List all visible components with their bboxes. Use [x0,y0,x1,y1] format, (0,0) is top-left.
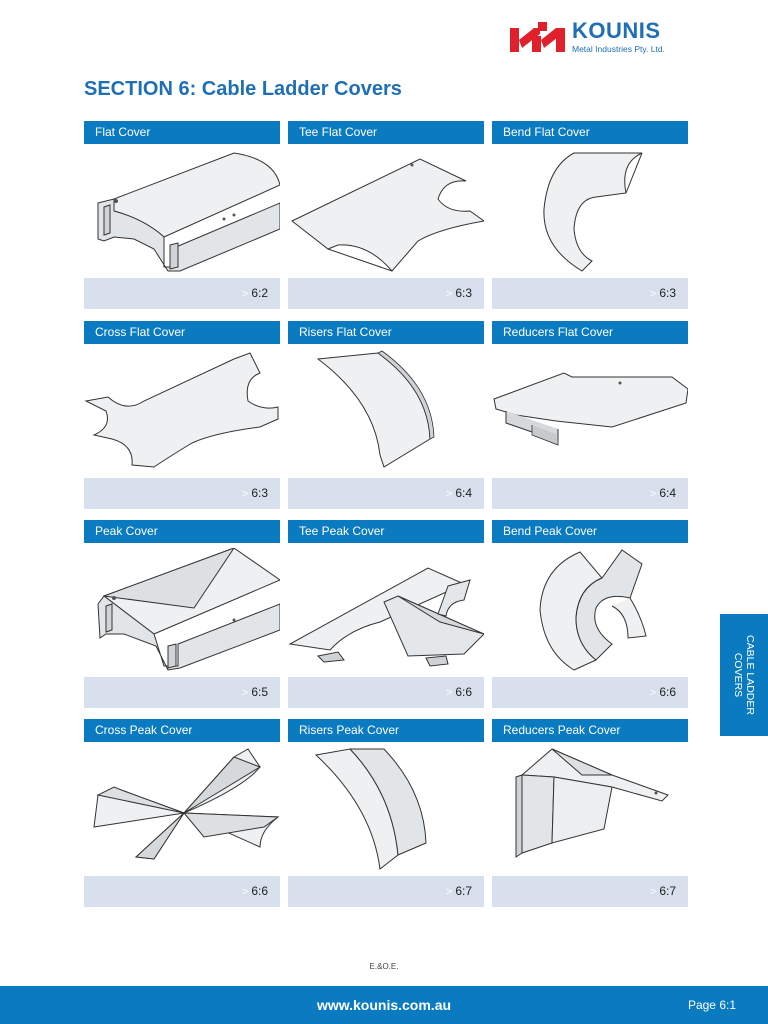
page-arrow-icon: > [241,886,249,898]
product-image [84,747,280,871]
product-page-ref[interactable]: >6:6 [492,677,688,708]
product-card-title: Bend Flat Cover [492,121,688,144]
product-image [288,747,484,871]
page-arrow-icon: > [445,886,453,898]
product-card-title: Cross Peak Cover [84,719,280,742]
product-image [288,548,484,672]
product-page-ref[interactable]: >6:3 [492,278,688,309]
page-arrow-icon: > [241,488,249,500]
product-card-title: Flat Cover [84,121,280,144]
product-page-ref[interactable]: >6:7 [288,876,484,907]
product-card-title: Tee Flat Cover [288,121,484,144]
section-side-tab[interactable]: CABLE LADDER COVERS [720,614,768,736]
page-arrow-icon: > [445,288,453,300]
reducers-flat-cover-image [493,372,688,446]
page-arrow-icon: > [649,488,657,500]
section-title: SECTION 6: Cable Ladder Covers [84,78,402,100]
page-arrow-icon: > [649,687,657,699]
product-card[interactable]: Cross Flat Cover >6:3 [84,321,280,509]
page-arrow-icon: > [445,488,453,500]
reducers-peak-cover-image [515,748,669,858]
product-card-title: Cross Flat Cover [84,321,280,344]
product-image [84,548,280,672]
product-card-title: Bend Peak Cover [492,520,688,543]
product-image [492,548,688,672]
cross-peak-cover-image [93,748,280,860]
page-arrow-icon: > [649,886,657,898]
product-card[interactable]: Risers Flat Cover >6:4 [288,321,484,509]
product-card[interactable]: Bend Flat Cover >6:3 [492,121,688,309]
product-card[interactable]: Bend Peak Cover >6:6 [492,520,688,708]
risers-flat-cover-image [316,350,435,468]
product-image [84,349,280,473]
product-card-title: Peak Cover [84,520,280,543]
page-number: Page 6:1 [687,998,736,1012]
flat-cover-image [97,152,280,272]
product-card-title: Risers Peak Cover [288,719,484,742]
product-card[interactable]: Risers Peak Cover >6:7 [288,719,484,907]
product-image [288,349,484,473]
product-image [492,349,688,473]
bend-peak-cover-image [539,549,647,671]
product-page-ref[interactable]: >6:4 [288,478,484,509]
product-card[interactable]: Cross Peak Cover >6:6 [84,719,280,907]
page-arrow-icon: > [241,687,249,699]
brand-logo: KOUNIS Metal Industries Pty. Ltd. [510,18,690,58]
product-page-ref[interactable]: >6:6 [84,876,280,907]
tee-peak-cover-image [288,567,484,667]
page-arrow-icon: > [241,288,249,300]
product-image [492,747,688,871]
website-link[interactable]: www.kounis.com.au [316,997,452,1013]
product-grid: Flat Cover >6:2 Tee Flat Cover [84,121,688,910]
cross-flat-cover-image [84,352,279,468]
product-page-ref[interactable]: >6:5 [84,677,280,708]
product-card-title: Tee Peak Cover [288,520,484,543]
eoe-note: E.&O.E. [369,962,399,971]
product-image [288,149,484,273]
tee-flat-cover-image [291,158,484,272]
brand-subtitle: Metal Industries Pty. Ltd. [572,44,665,54]
risers-peak-cover-image [314,748,427,870]
product-page-ref[interactable]: >6:7 [492,876,688,907]
product-image [84,149,280,273]
page-arrow-icon: > [649,288,657,300]
product-page-ref[interactable]: >6:4 [492,478,688,509]
product-card-title: Reducers Flat Cover [492,321,688,344]
peak-cover-image [97,548,280,671]
page-arrow-icon: > [445,687,453,699]
product-card[interactable]: Flat Cover >6:2 [84,121,280,309]
side-tab-label: CABLE LADDER COVERS [732,635,756,715]
product-card[interactable]: Tee Flat Cover >6:3 [288,121,484,309]
brand-name: KOUNIS [572,18,661,43]
product-card[interactable]: Reducers Peak Cover >6:7 [492,719,688,907]
product-page-ref[interactable]: >6:3 [288,278,484,309]
product-page-ref[interactable]: >6:6 [288,677,484,708]
product-image [492,149,688,273]
bend-flat-cover-image [543,152,643,272]
footer-bar: www.kounis.com.au Page 6:1 [0,986,768,1024]
product-page-ref[interactable]: >6:2 [84,278,280,309]
product-card[interactable]: Peak Cover >6:5 [84,520,280,708]
product-card[interactable]: Tee Peak Cover >6:6 [288,520,484,708]
product-page-ref[interactable]: >6:3 [84,478,280,509]
product-card-title: Reducers Peak Cover [492,719,688,742]
kounis-logo-mark-icon [510,22,565,52]
product-card-title: Risers Flat Cover [288,321,484,344]
product-card[interactable]: Reducers Flat Cover >6:4 [492,321,688,509]
